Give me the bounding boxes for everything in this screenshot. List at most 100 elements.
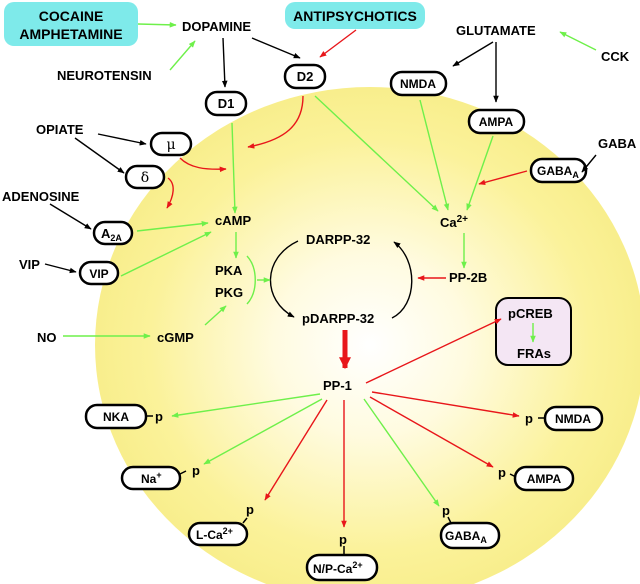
arrow-dopamine-d2 bbox=[251, 37, 301, 59]
cck-label: CCK bbox=[601, 49, 630, 64]
pcreb-label: pCREB bbox=[508, 306, 553, 321]
arrow-gaba-gabaa bbox=[581, 154, 597, 173]
arrow-darpp-phosphorylation bbox=[269, 240, 299, 318]
gabaa-p-label: p bbox=[442, 503, 450, 518]
vip-receptor bbox=[78, 260, 120, 286]
arrow-d1-camp bbox=[231, 122, 238, 214]
mu-receptor bbox=[149, 131, 193, 157]
darpp32-label: DARPP-32 bbox=[306, 232, 370, 247]
ampa-p-label: p bbox=[498, 465, 506, 480]
pkg-label: PKG bbox=[215, 285, 243, 300]
ampa-p-bond bbox=[509, 473, 517, 478]
d1-receptor bbox=[204, 90, 248, 117]
cgmp-label: cGMP bbox=[157, 330, 194, 345]
npca-label: N/P-Ca2+ bbox=[313, 560, 363, 576]
ampa-target-label: AMPA bbox=[527, 472, 562, 486]
pp1-label: PP-1 bbox=[323, 378, 352, 393]
lca-superscript: 2+ bbox=[223, 526, 233, 536]
arrow-d2-camp bbox=[247, 95, 304, 149]
na-main: Na bbox=[141, 472, 157, 486]
d2-receptor bbox=[283, 63, 327, 90]
arrow-cgmp-pkg bbox=[204, 305, 227, 326]
gabaa-main: GABA bbox=[537, 164, 573, 178]
mu-label: μ bbox=[166, 137, 175, 153]
arrow-cck-glutamate bbox=[559, 31, 597, 51]
neurotensin-label: NEUROTENSIN bbox=[57, 68, 152, 83]
arrow-opiate-mu bbox=[97, 133, 147, 146]
no-label: NO bbox=[37, 330, 57, 345]
lca-main: L-Ca bbox=[196, 528, 223, 542]
npca-main: N/P-Ca bbox=[313, 562, 353, 576]
cocaine-label: COCAINE bbox=[39, 8, 104, 24]
arrow-pp1-na bbox=[203, 398, 323, 465]
arrow-gabaa-ca bbox=[478, 170, 528, 186]
nmda-target-label: NMDA bbox=[555, 412, 591, 426]
a2a-receptor bbox=[92, 220, 134, 246]
pp2b-label: PP-2B bbox=[449, 270, 487, 285]
arrow-cocaine-dopamine bbox=[137, 22, 177, 28]
ampa-target bbox=[513, 465, 575, 492]
npca-superscript: 2+ bbox=[352, 560, 362, 570]
na-target bbox=[120, 465, 182, 491]
nka-label: NKA bbox=[103, 410, 129, 424]
vip-ligand-label: VIP bbox=[19, 257, 40, 272]
antipsychotics-box bbox=[285, 2, 425, 29]
fras-label: FRAs bbox=[517, 346, 551, 361]
amphetamine-label: AMPHETAMINE bbox=[19, 26, 122, 42]
d1-label: D1 bbox=[218, 96, 235, 111]
pka-label: PKA bbox=[215, 263, 243, 278]
a2a-subscript: 2A bbox=[110, 233, 122, 243]
arrow-pp1-ampa bbox=[369, 396, 494, 468]
arrow-pp1-nka bbox=[171, 393, 321, 418]
arrow-antipsychotics-d2 bbox=[319, 29, 357, 58]
gabaa-label: GABAA bbox=[537, 164, 579, 180]
arrow-vip-vipr bbox=[44, 263, 77, 274]
a2a-main: A bbox=[101, 226, 111, 241]
delta-label: δ bbox=[141, 170, 149, 186]
arrow-d2-ca bbox=[314, 95, 439, 212]
arrow-glutamate-nmda bbox=[452, 41, 494, 67]
delta-receptor bbox=[124, 164, 166, 190]
na-superscript: + bbox=[156, 470, 161, 480]
arrow-pp1-pcreb bbox=[365, 318, 502, 384]
arrow-pp1-lca bbox=[264, 399, 328, 501]
na-label: Na+ bbox=[141, 470, 162, 486]
arrow-ampa-ca bbox=[466, 135, 494, 211]
gabaa-target bbox=[439, 521, 501, 550]
npca-target bbox=[305, 553, 379, 582]
d2-label: D2 bbox=[297, 69, 314, 84]
ca-label: Ca2+ bbox=[440, 214, 468, 230]
pdarpp32-label: pDARPP-32 bbox=[302, 311, 374, 326]
arrow-dopamine-d1 bbox=[221, 37, 228, 88]
arrow-adenosine-a2a bbox=[49, 203, 92, 230]
npca-p-label: p bbox=[339, 532, 347, 547]
nmda-receptor bbox=[389, 70, 448, 97]
lca-label: L-Ca2+ bbox=[196, 526, 233, 542]
gabaa-target-label: GABAA bbox=[445, 529, 487, 545]
nmda-p-label: p bbox=[525, 411, 533, 426]
ca-superscript: 2+ bbox=[457, 214, 469, 225]
pka-pkg-bracket bbox=[246, 255, 256, 305]
arrow-vip-camp bbox=[120, 231, 212, 277]
arrow-mu-camp bbox=[179, 157, 227, 173]
na-p-label: p bbox=[192, 463, 200, 478]
arrow-delta-a2a bbox=[166, 177, 174, 209]
arrow-pdarpp-dephosphorylation bbox=[391, 241, 413, 319]
lca-p-label: p bbox=[246, 502, 254, 517]
gaba-label: GABA bbox=[598, 136, 637, 151]
arrow-opiate-delta bbox=[74, 137, 125, 174]
camp-label: cAMP bbox=[215, 213, 251, 228]
arrow-pp1-gabaa bbox=[363, 398, 440, 507]
arrow-nmda-ca bbox=[419, 99, 450, 211]
lca-target bbox=[187, 521, 249, 547]
cocaine-amphetamine-box bbox=[4, 2, 138, 46]
nka-p-label: p bbox=[155, 409, 163, 424]
cell-body bbox=[95, 87, 640, 584]
gabaa-p-bond bbox=[447, 516, 452, 524]
antipsychotics-label: ANTIPSYCHOTICS bbox=[293, 8, 417, 24]
arrow-a2a-camp bbox=[136, 220, 209, 232]
vip-receptor-label: VIP bbox=[89, 267, 108, 281]
na-p-bond bbox=[179, 470, 187, 475]
